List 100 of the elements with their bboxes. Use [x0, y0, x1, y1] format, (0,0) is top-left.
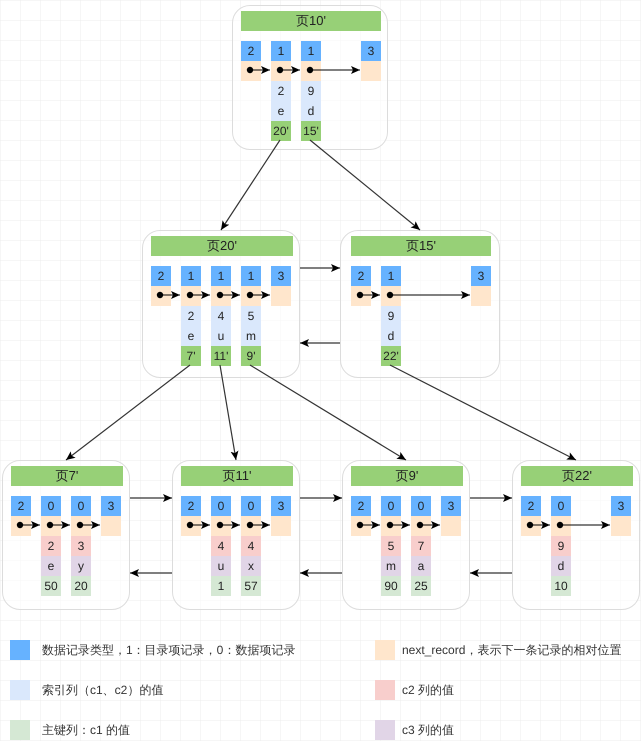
index-value-cell: d — [381, 326, 401, 346]
page-title-bar: 页10' — [241, 11, 381, 31]
index-value-cell: 4 — [211, 306, 231, 326]
arrow — [216, 291, 240, 299]
record-type-cell: 3 — [441, 496, 461, 516]
record-type-cell: 2 — [351, 496, 371, 516]
record-type-cell: 1 — [381, 266, 401, 286]
index-value-cell: 2 — [271, 81, 291, 101]
index-value-cell: 9 — [301, 81, 321, 101]
arrow — [250, 364, 406, 461]
c2-value-cell: 3 — [71, 536, 91, 556]
record-type-cell: 0 — [411, 496, 431, 516]
record-type-cell: 2 — [241, 41, 261, 61]
arrow — [216, 521, 240, 529]
c3-value-cell: d — [551, 556, 571, 576]
record-type-cell: 3 — [361, 41, 381, 61]
record-type-cell: 0 — [551, 496, 571, 516]
page-box — [340, 230, 500, 378]
arrow — [246, 291, 270, 299]
page-title-bar: 页22' — [521, 466, 633, 486]
arrow — [276, 66, 300, 74]
page-box — [232, 5, 388, 150]
legend-text: c3 列的值 — [402, 722, 454, 739]
c1-value-cell: 25 — [411, 576, 431, 596]
page-pointer-cell: 11' — [211, 346, 231, 366]
legend-text: c2 列的值 — [402, 682, 454, 699]
arrow — [46, 521, 70, 529]
arrow — [306, 66, 360, 74]
page-title-bar: 页15' — [351, 236, 491, 256]
record-type-cell: 0 — [381, 496, 401, 516]
c2-value-cell: 5 — [381, 536, 401, 556]
record-type-cell: 1 — [181, 266, 201, 286]
page-pointer-cell: 9' — [241, 346, 261, 366]
index-value-cell: d — [301, 101, 321, 121]
record-type-cell: 3 — [271, 496, 291, 516]
c3-value-cell: y — [71, 556, 91, 576]
index-value-cell: m — [241, 326, 261, 346]
record-type-cell: 0 — [41, 496, 61, 516]
legend-text: 索引列（c1、c2）的值 — [42, 682, 164, 699]
index-value-cell: 2 — [181, 306, 201, 326]
record-type-cell: 2 — [11, 496, 31, 516]
c3-value-cell: a — [411, 556, 431, 576]
arrow — [246, 521, 270, 529]
arrow — [356, 521, 380, 529]
arrow — [416, 521, 440, 529]
page-box — [172, 460, 300, 610]
arrow — [356, 291, 380, 299]
record-type-cell: 3 — [611, 496, 631, 516]
arrow — [16, 521, 40, 529]
arrow — [470, 494, 512, 502]
record-type-cell: 3 — [271, 266, 291, 286]
index-value-cell: 9 — [381, 306, 401, 326]
c3-value-cell: u — [211, 556, 231, 576]
record-type-cell: 3 — [471, 266, 491, 286]
arrow — [556, 521, 610, 529]
c1-value-cell: 1 — [211, 576, 231, 596]
page-box — [142, 230, 300, 378]
legend-text: 主键列：c1 的值 — [42, 722, 130, 739]
arrow — [156, 291, 180, 299]
page-box — [512, 460, 640, 610]
arrow — [246, 66, 270, 74]
page-title-bar: 页20' — [151, 236, 293, 256]
legend-text: next_record，表示下一条记录的相对位置 — [402, 642, 622, 659]
c2-value-cell: 2 — [41, 536, 61, 556]
c2-value-cell: 7 — [411, 536, 431, 556]
page-pointer-cell: 20' — [271, 121, 291, 141]
page-title-bar: 页9' — [351, 466, 463, 486]
c3-value-cell: x — [241, 556, 261, 576]
record-type-cell: 1 — [241, 266, 261, 286]
arrow — [300, 264, 340, 272]
record-type-cell: 3 — [101, 496, 121, 516]
record-type-cell: 1 — [301, 41, 321, 61]
record-type-cell: 2 — [151, 266, 171, 286]
record-type-cell: 1 — [211, 266, 231, 286]
page-title-bar: 页7' — [11, 466, 123, 486]
index-value-cell: e — [181, 326, 201, 346]
c2-value-cell: 9 — [551, 536, 571, 556]
c1-value-cell: 50 — [41, 576, 61, 596]
arrow — [300, 494, 342, 502]
arrow — [386, 291, 470, 299]
arrow — [470, 569, 512, 577]
arrow — [76, 521, 100, 529]
legend-text: 数据记录类型，1：目录项记录，0：数据项记录 — [42, 642, 296, 659]
record-type-cell: 2 — [351, 266, 371, 286]
record-type-cell: 0 — [71, 496, 91, 516]
page-title-bar: 页11' — [181, 466, 293, 486]
c1-value-cell: 20 — [71, 576, 91, 596]
page-pointer-cell: 15' — [301, 121, 321, 141]
page-pointer-cell: 22' — [381, 346, 401, 366]
arrow — [300, 569, 342, 577]
c2-value-cell: 4 — [241, 536, 261, 556]
arrow — [386, 521, 410, 529]
arrow — [300, 339, 340, 347]
index-value-cell: 5 — [241, 306, 261, 326]
c2-value-cell: 4 — [211, 536, 231, 556]
page-box — [2, 460, 130, 610]
c3-value-cell: e — [41, 556, 61, 576]
index-value-cell: u — [211, 326, 231, 346]
record-type-cell: 2 — [181, 496, 201, 516]
arrow — [186, 291, 210, 299]
